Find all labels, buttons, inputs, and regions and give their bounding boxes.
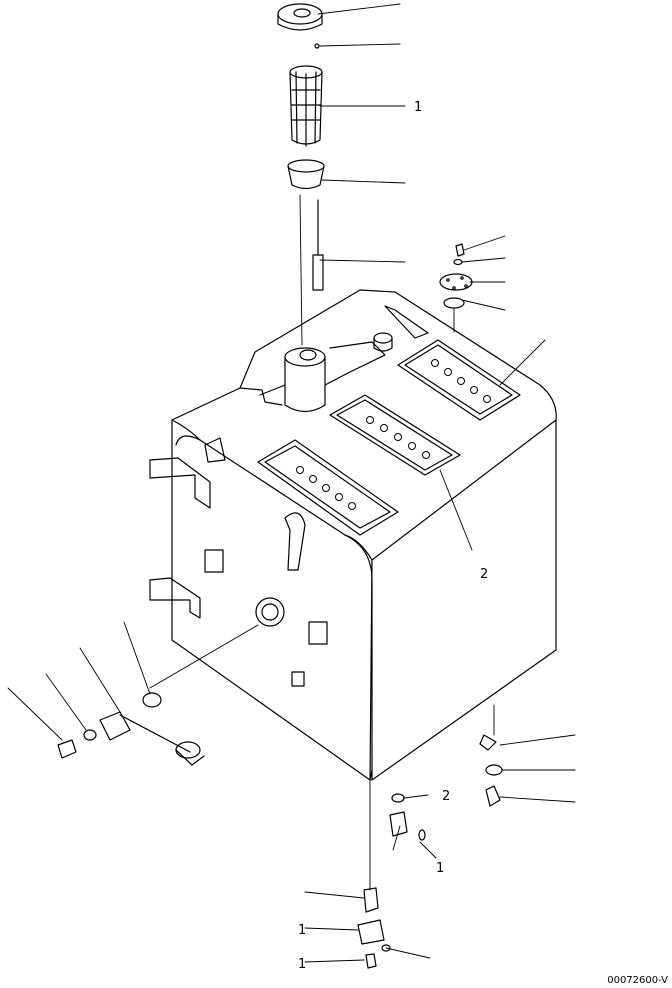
callout-numbers: 1 2 2 1 1 1 <box>298 100 488 972</box>
filler-cap <box>277 3 323 31</box>
mounting-brackets <box>149 437 226 619</box>
fuel-tank-body <box>171 289 557 781</box>
inspection-cover-plates <box>257 339 521 536</box>
callout-number: 1 <box>414 100 422 115</box>
small-pin <box>314 43 320 49</box>
callout-number: 1 <box>298 923 306 938</box>
side-bosses <box>204 512 328 687</box>
filler-collar <box>287 159 325 190</box>
callout-number: 1 <box>298 957 306 972</box>
filler-neck <box>239 341 386 413</box>
callout-number: 2 <box>480 567 488 582</box>
drain-parts-right <box>479 704 503 807</box>
breather-port <box>373 305 429 352</box>
drawing-id-label: 00072600-V <box>607 975 668 986</box>
strainer <box>289 65 323 147</box>
assembly-axis <box>299 194 303 346</box>
gauge-sender-parts <box>57 624 259 766</box>
callout-number: 1 <box>436 861 444 876</box>
gauge-flange <box>255 597 285 627</box>
drain-parts-bottom <box>357 779 426 969</box>
cover-assembly-parts <box>439 243 473 333</box>
callout-number: 2 <box>442 789 450 804</box>
level-gauge-rod <box>312 199 324 291</box>
cover-bolt-holes <box>296 359 491 510</box>
callout-leaders <box>7 3 576 963</box>
